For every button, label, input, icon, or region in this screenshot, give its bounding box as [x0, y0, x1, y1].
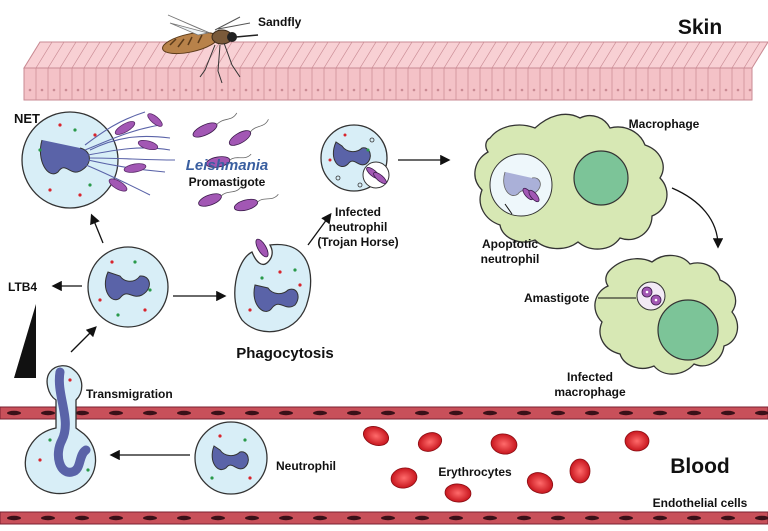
infected-neutrophil	[320, 124, 390, 192]
leishmania-label: Leishmania	[186, 157, 269, 174]
arrow-to-infected-neutrophil	[307, 212, 332, 246]
apoptotic-pointer	[504, 203, 513, 215]
sandfly-label: Sandfly	[258, 15, 302, 29]
apoptotic-label-1: Apoptotic	[482, 237, 538, 251]
phagocytosis-label: Phagocytosis	[236, 345, 334, 362]
arrows	[51, 154, 724, 461]
sandfly-icon	[162, 14, 259, 84]
arrow-to-infected-macrophage	[671, 187, 724, 249]
ltb4-gradient-wedge	[14, 304, 36, 378]
phagocytosis-neutrophil	[234, 238, 312, 333]
endothelial-label: Endothelial cells	[653, 496, 748, 510]
skin-label: Skin	[678, 16, 722, 39]
transmigrating-neutrophil	[24, 365, 97, 495]
skin-layer	[23, 41, 768, 101]
infected-neutrophil-label-3: (Trojan Horse)	[317, 235, 398, 249]
net-neutrophil	[21, 111, 176, 209]
erythrocytes-label: Erythrocytes	[438, 465, 512, 479]
ltb4-label: LTB4	[8, 280, 37, 294]
vessel-wall-top	[0, 406, 768, 420]
transmigration-label: Transmigration	[86, 387, 173, 401]
amastigote-label: Amastigote	[524, 291, 590, 305]
macrophage-label: Macrophage	[629, 117, 700, 131]
arrow-to-net	[90, 213, 104, 244]
infected-macrophage-label-1: Infected	[567, 370, 613, 384]
net-fibers	[84, 111, 176, 196]
apoptotic-label-2: neutrophil	[481, 252, 540, 266]
macrophage	[474, 113, 668, 250]
infected-macrophage	[594, 254, 739, 375]
net-label: NET	[14, 111, 40, 126]
neutrophil-label: Neutrophil	[276, 459, 336, 473]
blood-neutrophil	[194, 421, 268, 495]
arrow-to-central-neutrophil	[70, 326, 97, 353]
promastigote-group	[192, 112, 279, 212]
central-neutrophil	[87, 246, 169, 328]
infected-neutrophil-label-2: neutrophil	[329, 220, 388, 234]
erythrocytes	[363, 426, 650, 503]
vessel-wall-bottom	[0, 511, 768, 525]
infected-macrophage-label-2: macrophage	[554, 385, 626, 399]
blood-label: Blood	[670, 455, 729, 478]
promastigote-label: Promastigote	[189, 175, 266, 189]
infected-neutrophil-label-1: Infected	[335, 205, 381, 219]
